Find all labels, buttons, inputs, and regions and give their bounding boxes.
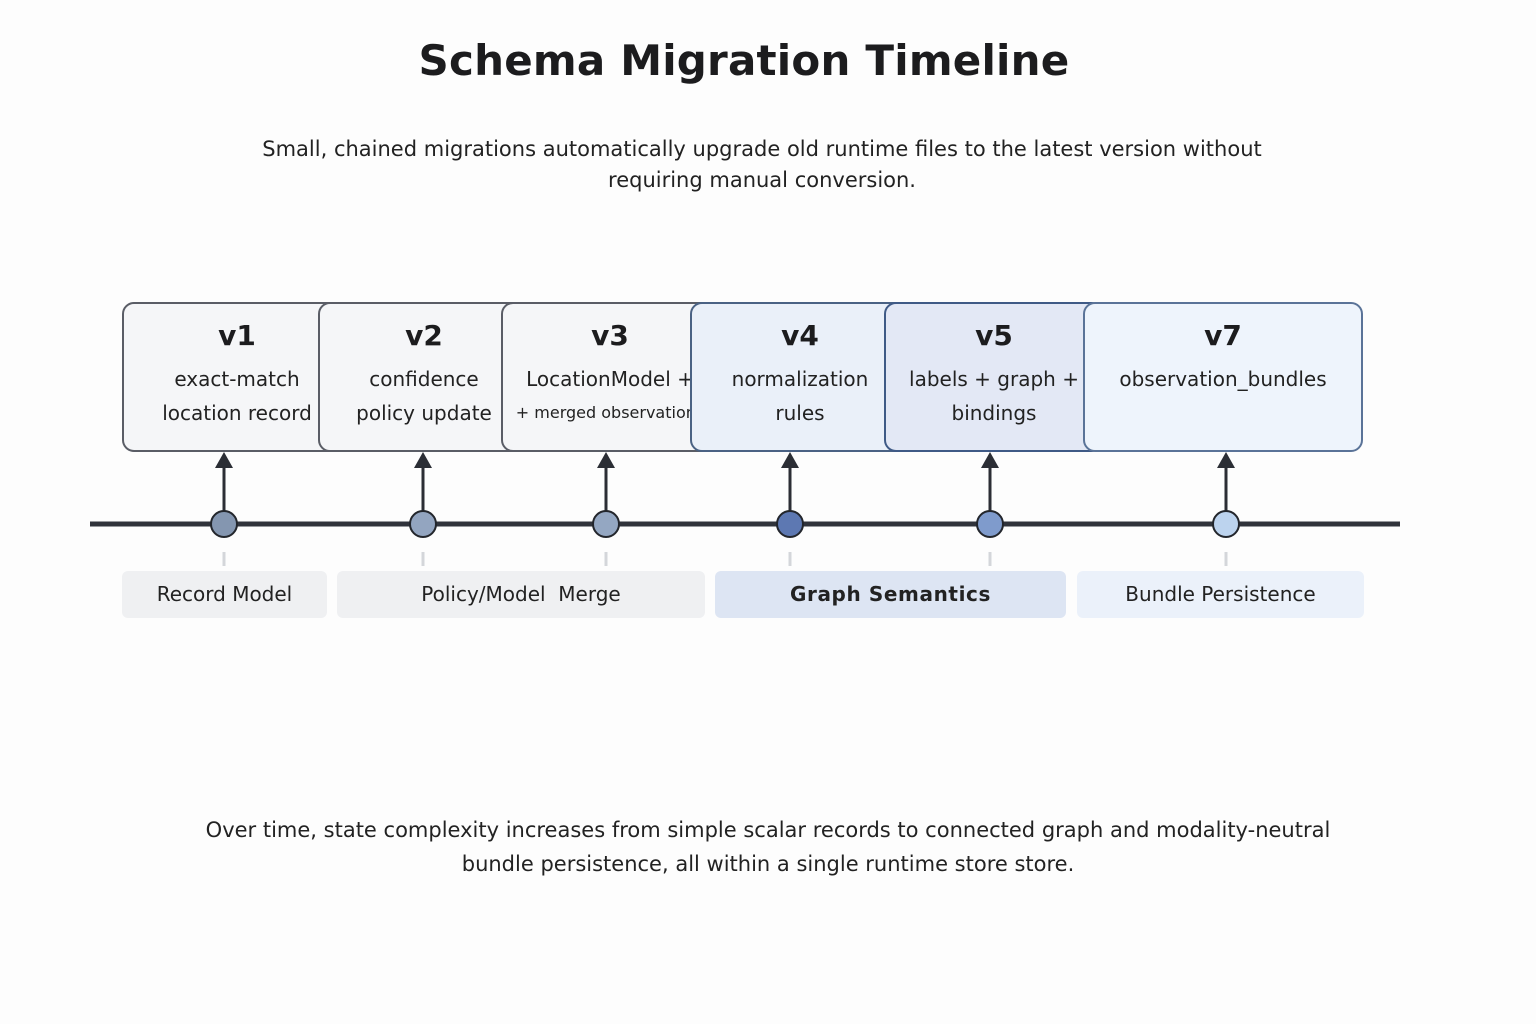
- version-label: v2: [405, 319, 443, 352]
- footnote: Over time, state complexity increases fr…: [205, 818, 1331, 876]
- phase-record-model: Record Model: [122, 571, 327, 618]
- version-card-v1: v1 exact-match location record: [122, 302, 352, 452]
- version-card-v3: v3 LocationModel + + merged observations: [501, 302, 719, 452]
- version-description: labels + graph + bindings: [909, 367, 1079, 425]
- phase-graph-semantics: Graph Semantics: [715, 571, 1066, 618]
- version-description-line: LocationModel +: [526, 367, 694, 391]
- version-description: LocationModel + + merged observations: [503, 362, 717, 430]
- timeline-marks: [210, 452, 1240, 566]
- version-description: normalization rules: [731, 367, 869, 425]
- arrow-head: [597, 452, 615, 468]
- version-description: exact-match location record: [162, 367, 312, 425]
- phase-policy-model-merge: Policy/Model Merge: [337, 571, 705, 618]
- arrow-head: [215, 452, 233, 468]
- version-label: v5: [975, 319, 1013, 352]
- version-dot-v5: [976, 510, 1004, 538]
- version-dot-v2: [409, 510, 437, 538]
- arrow-head: [781, 452, 799, 468]
- arrow-head: [981, 452, 999, 468]
- version-label: v4: [781, 319, 819, 352]
- version-description: confidence policy update: [356, 367, 492, 425]
- phase-bundle-persistence: Bundle Persistence: [1077, 571, 1364, 618]
- version-label: v1: [218, 319, 256, 352]
- version-description: observation_bundles: [1119, 367, 1327, 391]
- version-dot-v3: [592, 510, 620, 538]
- version-description-small: + merged observations: [515, 403, 705, 422]
- page-subtitle: Small, chained migrations automatically …: [262, 137, 1262, 192]
- version-card-v2: v2 confidence policy update: [318, 302, 530, 452]
- page-title: Schema Migration Timeline: [418, 36, 1070, 85]
- arrow-head: [414, 452, 432, 468]
- version-card-v4: v4 normalization rules: [690, 302, 910, 452]
- version-card-v5: v5 labels + graph + bindings: [884, 302, 1104, 452]
- version-label: v3: [591, 319, 629, 352]
- version-dot-v7: [1212, 510, 1240, 538]
- version-dot-v4: [776, 510, 804, 538]
- version-label: v7: [1204, 319, 1242, 352]
- version-card-v7: v7 observation_bundles: [1083, 302, 1363, 452]
- version-dot-v1: [210, 510, 238, 538]
- arrow-head: [1217, 452, 1235, 468]
